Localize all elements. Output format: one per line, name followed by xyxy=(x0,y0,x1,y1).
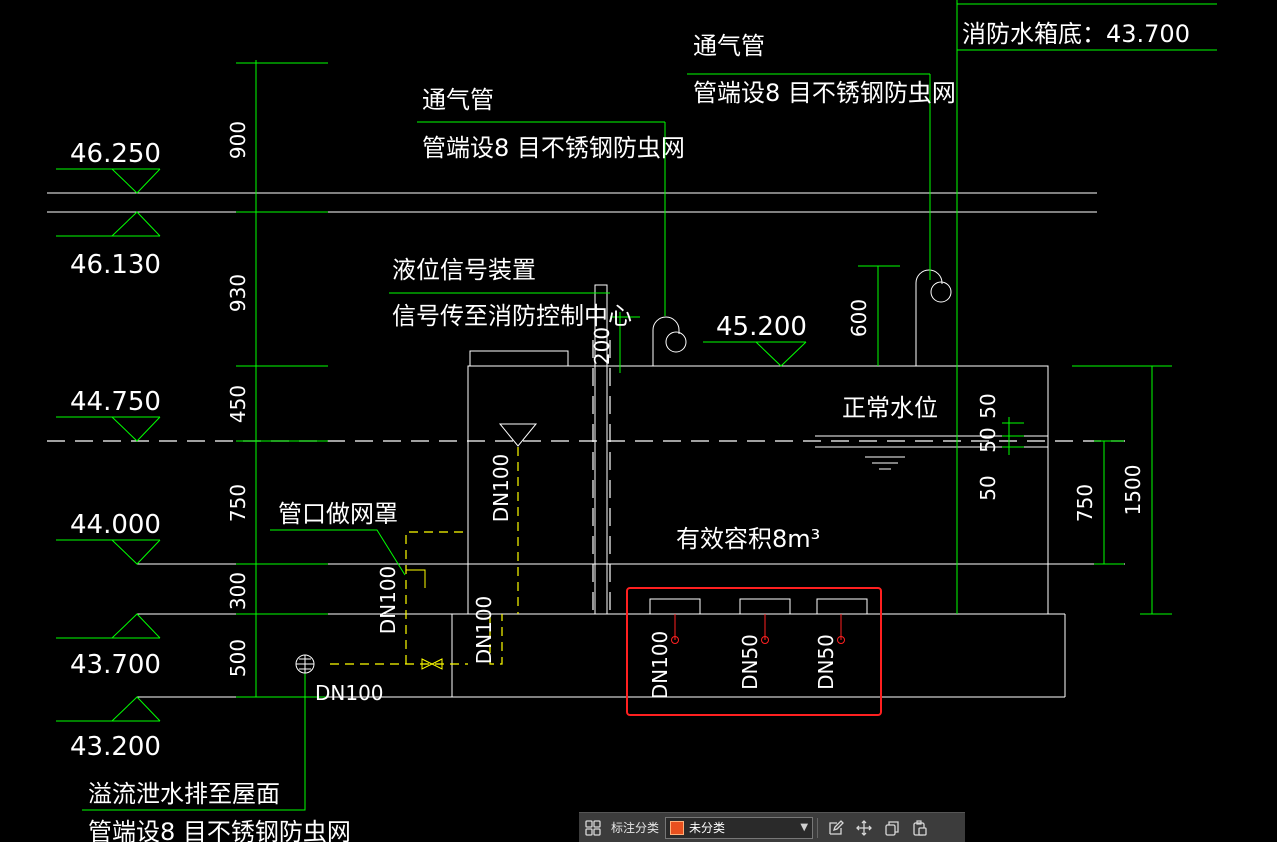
overflow-mesh-note[interactable]: 管端设8 目不锈钢防虫网 xyxy=(88,818,351,842)
slab-lines xyxy=(47,192,1125,698)
dim-900[interactable]: 900 xyxy=(226,121,250,159)
selection-box[interactable] xyxy=(626,587,882,716)
level-43200[interactable]: 43.200 xyxy=(70,732,161,762)
pipe-dn100-left[interactable]: DN100 xyxy=(376,566,400,635)
toolbar-divider xyxy=(817,817,819,838)
annotation-toolbar: 标注分类 未分类 ▼ xyxy=(579,812,965,842)
edit-icon[interactable] xyxy=(822,814,850,842)
overflow-outlet-icon xyxy=(295,654,315,674)
level-43700[interactable]: 43.700 xyxy=(70,650,161,680)
tank-bottom-level[interactable]: 消防水箱底：43.700 xyxy=(962,20,1190,48)
level-signal-label[interactable]: 信号传至消防控制中心 xyxy=(392,302,632,330)
copy-icon[interactable] xyxy=(878,814,906,842)
vent-pipe-title-right[interactable]: 通气管 xyxy=(693,32,765,60)
pipe-dn100-bottom[interactable]: DN100 xyxy=(315,681,384,705)
move-icon[interactable] xyxy=(850,814,878,842)
dim-750[interactable]: 750 xyxy=(226,484,250,522)
effective-volume-label[interactable]: 有效容积8m³ xyxy=(676,525,820,553)
category-label: 标注分类 xyxy=(611,821,660,835)
vent-pipe-note-left[interactable]: 管端设8 目不锈钢防虫网 xyxy=(422,134,685,162)
mesh-cover-label[interactable]: 管口做网罩 xyxy=(278,500,398,528)
dim-300[interactable]: 300 xyxy=(226,572,250,610)
yellow-pipes xyxy=(330,423,538,670)
paste-icon[interactable] xyxy=(906,814,934,842)
normal-water-level-label[interactable]: 正常水位 xyxy=(842,394,938,422)
category-value: 未分类 xyxy=(689,821,726,835)
grid-icon[interactable] xyxy=(579,814,607,842)
level-44750[interactable]: 44.750 xyxy=(70,387,161,417)
dim-1500[interactable]: 1500 xyxy=(1121,465,1145,516)
level-45200[interactable]: 45.200 xyxy=(716,312,807,342)
level-46130[interactable]: 46.130 xyxy=(70,250,161,280)
dim-200[interactable]: 200 xyxy=(590,327,614,365)
dimension-lines xyxy=(56,0,1217,811)
pipe-dn100-inlet[interactable]: DN100 xyxy=(489,454,513,523)
chevron-down-icon: ▼ xyxy=(800,822,809,833)
dim-500[interactable]: 500 xyxy=(226,639,250,677)
level-device-label[interactable]: 液位信号装置 xyxy=(392,256,536,284)
dim-600[interactable]: 600 xyxy=(847,299,871,337)
pipe-dn100-outlet[interactable]: DN100 xyxy=(648,631,672,700)
vent-pipe-title-left[interactable]: 通气管 xyxy=(422,86,494,114)
category-dropdown[interactable]: 未分类 ▼ xyxy=(665,816,814,839)
pipe-dn50-outlet-a[interactable]: DN50 xyxy=(738,634,762,690)
dim-750-right[interactable]: 750 xyxy=(1073,484,1097,522)
pipe-dn50-outlet-b[interactable]: DN50 xyxy=(814,634,838,690)
dim-50-bottom[interactable]: 50 xyxy=(976,475,1000,500)
dim-50-mid[interactable]: 50 xyxy=(976,427,1000,452)
pipe-dn100-mid[interactable]: DN100 xyxy=(472,596,496,665)
dim-50-top[interactable]: 50 xyxy=(976,393,1000,418)
vent-pipe-note-right[interactable]: 管端设8 目不锈钢防虫网 xyxy=(693,79,956,107)
overflow-drain-label[interactable]: 溢流泄水排至屋面 xyxy=(88,780,280,808)
dim-450[interactable]: 450 xyxy=(226,385,250,423)
vent-pipes xyxy=(652,269,952,366)
level-44000[interactable]: 44.000 xyxy=(70,510,161,540)
category-color-swatch xyxy=(670,820,685,835)
dim-930[interactable]: 930 xyxy=(226,274,250,312)
level-46250[interactable]: 46.250 xyxy=(70,139,161,169)
